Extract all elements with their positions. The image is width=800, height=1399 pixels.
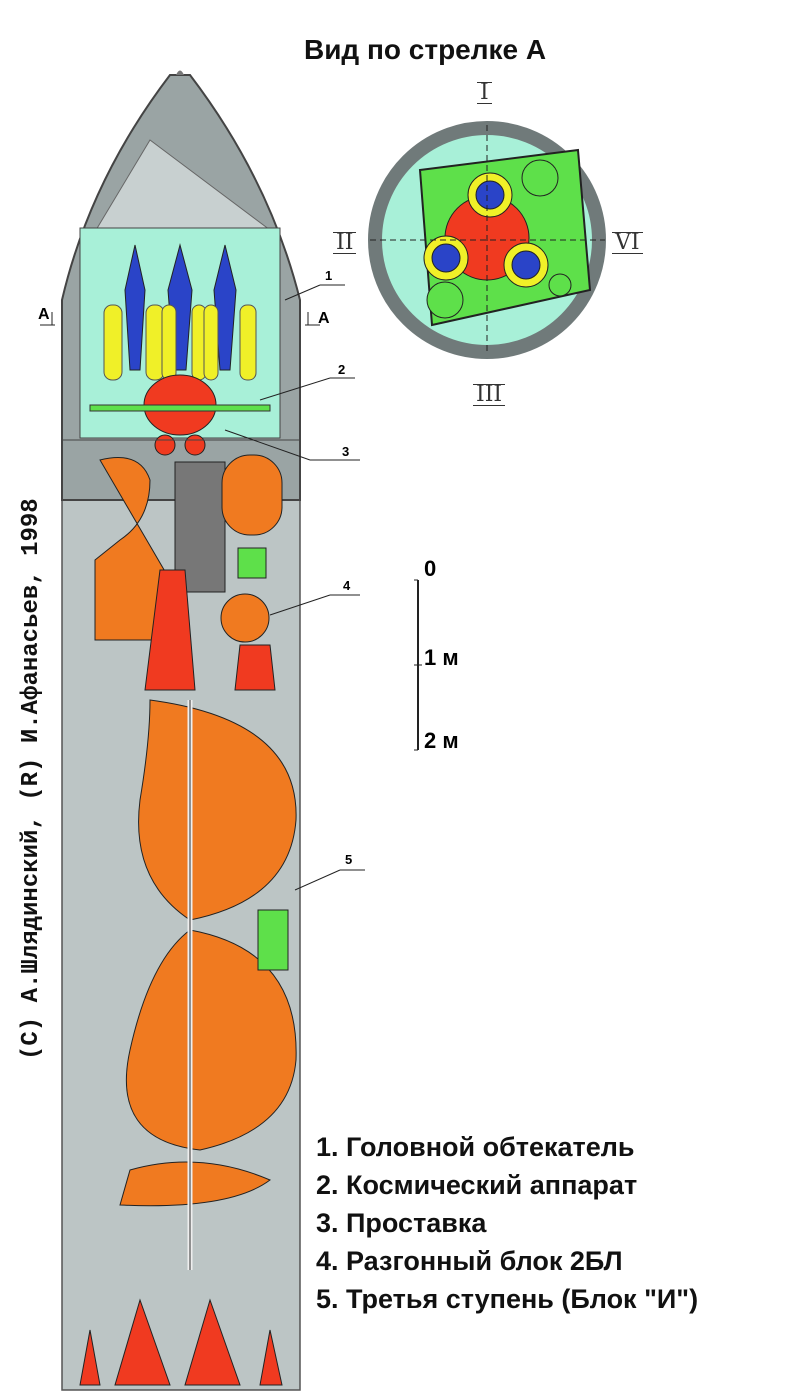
spacecraft-tanks: [103, 304, 257, 381]
section-view: [368, 121, 606, 359]
oxidizer-tank: [138, 699, 297, 921]
callout-5: 5: [345, 852, 353, 867]
legend-item-1: 1. Головной обтекатель: [316, 1132, 635, 1162]
axis-label-ii: II: [333, 232, 357, 254]
legend-item-3: 3. Проставка: [316, 1208, 487, 1238]
axis-label-iii: III: [473, 384, 506, 406]
callout-2: 2: [338, 362, 346, 377]
main-engines: [79, 1298, 283, 1386]
rocket-cutaway: [61, 70, 301, 1391]
copyright-credit: (С) А.Шлядинский, (R) И.Афанасьев, 1998: [18, 498, 45, 1060]
section-mark-right: А: [318, 310, 330, 327]
legend-item-4: 4. Разгонный блок 2БЛ: [316, 1246, 623, 1276]
callout-3: 3: [342, 444, 350, 459]
scale-label-1m: 1 м: [424, 645, 459, 670]
scale-label-2m: 2 м: [424, 728, 459, 753]
axis-label-i: I: [477, 82, 492, 104]
callout-4: 4: [343, 578, 351, 593]
legend-item-2: 2. Космический аппарат: [316, 1170, 638, 1200]
legend-item-5: 5. Третья ступень (Блок "И"): [316, 1284, 699, 1314]
scale-label-0: 0: [424, 556, 437, 581]
callout-1: 1: [325, 268, 333, 283]
section-mark-left: А: [38, 306, 50, 323]
legend: 1. Головной обтекатель 2. Космический ап…: [316, 1128, 698, 1318]
page-title: Вид по стрелке А: [304, 34, 547, 65]
axis-label-vi: VI: [612, 232, 643, 254]
fuel-tank: [125, 929, 297, 1151]
